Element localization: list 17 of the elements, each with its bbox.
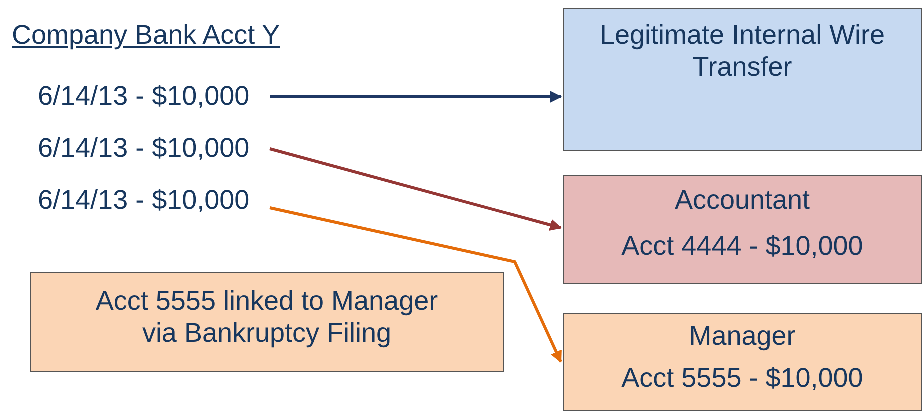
box-heading: Legitimate Internal Wire Transfer (598, 19, 886, 84)
box-heading: Manager (688, 320, 797, 352)
account-box (30, 272, 504, 372)
account-heading: Company Bank Acct Y (12, 20, 280, 51)
account-box (563, 313, 922, 411)
arrow (270, 91, 562, 103)
box-heading: Acct 5555 linked to Manager via Bankruptcy Filing (94, 285, 440, 350)
arrow (270, 206, 562, 364)
amount-text: 6/14/13 - $10,000 (38, 78, 268, 114)
account-box (563, 8, 922, 151)
amount-text: 6/14/13 - $10,000 (38, 182, 268, 218)
account-box (563, 175, 922, 284)
box-text: Acct 5555 - $10,000 (620, 362, 864, 395)
arrow (270, 148, 562, 231)
amount-text: 6/14/13 - $10,000 (38, 130, 268, 166)
box-heading: Accountant (674, 184, 812, 216)
box-text: Acct 4444 - $10,000 (620, 230, 864, 263)
